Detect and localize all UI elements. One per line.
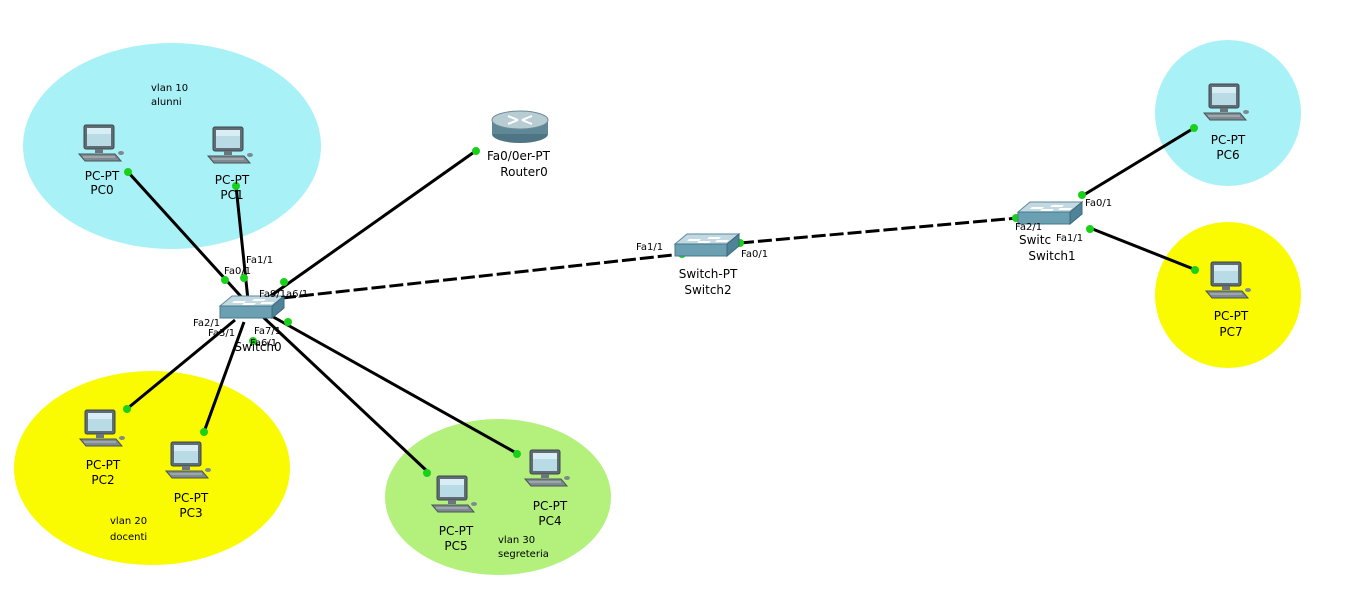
link-switch0-switch2[interactable] xyxy=(281,252,683,300)
area-label-alunni-name: alunni xyxy=(151,97,182,108)
port-label: Fa1/1 xyxy=(1056,233,1083,244)
link-pc5-switch0[interactable] xyxy=(260,314,430,474)
pc0-name: PC0 xyxy=(90,183,113,197)
switch2-type: Switch-PT xyxy=(679,267,738,281)
pc0-type: PC-PT xyxy=(85,169,120,183)
link-pc4-switch0[interactable] xyxy=(267,312,519,456)
switch2-name: Switch2 xyxy=(684,283,731,297)
link-switch2-switch1[interactable] xyxy=(739,216,1019,245)
area-label-segreteria-vlan: vlan 30 xyxy=(498,535,535,546)
pc6-name: PC6 xyxy=(1216,148,1239,162)
area-label-docenti-name: docenti xyxy=(110,532,147,543)
pc7-type: PC-PT xyxy=(1214,309,1249,323)
link-switch1-pc7[interactable] xyxy=(1089,226,1197,272)
links xyxy=(126,126,1197,474)
port-label: Fa1/1 xyxy=(246,255,273,266)
router-icon xyxy=(491,110,549,144)
device-pc4[interactable]: PC-PT PC4 xyxy=(524,449,571,528)
pc4-name: PC4 xyxy=(538,514,561,528)
pc3-type: PC-PT xyxy=(174,491,209,505)
port-label: Fa0/1 xyxy=(224,266,251,277)
vlan-area-docenti xyxy=(14,371,290,565)
device-pc2[interactable]: PC-PT PC2 xyxy=(79,409,126,487)
switch1-name: Switch1 xyxy=(1028,249,1075,263)
device-pc3[interactable]: PC-PT PC3 xyxy=(165,441,212,520)
device-pc0[interactable]: PC-PT PC0 xyxy=(78,124,125,197)
pc2-name: PC2 xyxy=(91,473,114,487)
link-switch1-pc6[interactable] xyxy=(1081,126,1195,198)
switch1-type: Switc xyxy=(1019,233,1051,247)
device-pc7[interactable]: PC-PT PC7 xyxy=(1205,261,1252,339)
pc1-name: PC1 xyxy=(220,188,243,202)
pc7-name: PC7 xyxy=(1219,325,1242,339)
pc2-type: PC-PT xyxy=(86,458,121,472)
port-label: Fa0/1 xyxy=(1085,198,1112,209)
link-router0-switch0[interactable] xyxy=(261,148,478,304)
device-pc6[interactable]: PC-PT PC6 xyxy=(1203,83,1250,162)
device-pc1[interactable]: PC-PT PC1 xyxy=(207,126,254,202)
pc4-type: PC-PT xyxy=(533,499,568,513)
pc5-name: PC5 xyxy=(444,539,467,553)
switch-icon xyxy=(1017,201,1083,225)
port-label: Fa2/1 xyxy=(1015,222,1042,233)
vlan-area-alunni xyxy=(23,43,321,249)
pc6-type: PC-PT xyxy=(1211,133,1246,147)
port-label: Fa3/1 xyxy=(208,328,235,339)
pc3-name: PC3 xyxy=(179,506,202,520)
port-label: Fa1/1 xyxy=(636,242,663,253)
port-label: Fa2/1 xyxy=(193,318,220,329)
device-router0[interactable]: Fa0/0er-PT Router0 xyxy=(487,110,551,179)
area-label-alunni-vlan: vlan 10 xyxy=(151,83,188,94)
device-switch1[interactable]: Switc Switch1 xyxy=(1017,201,1083,263)
device-switch2[interactable]: Switch-PT Switch2 xyxy=(674,233,740,297)
link-pc2-switch0[interactable] xyxy=(127,318,236,410)
port-label: Fa0/1 xyxy=(741,249,768,260)
router0-type: Fa0/0er-PT xyxy=(487,149,551,163)
switch-icon xyxy=(674,233,740,257)
pc5-type: PC-PT xyxy=(439,524,474,538)
link-pc3-switch0[interactable] xyxy=(202,321,246,433)
device-switch0[interactable]: Switch0 xyxy=(219,295,285,354)
port-label: Fa7/1 xyxy=(254,326,281,337)
port-label: Fa6/1 xyxy=(250,338,277,349)
switch0-name: Switch0 xyxy=(234,340,281,354)
area-label-segreteria-name: segreteria xyxy=(498,549,549,560)
pc1-type: PC-PT xyxy=(215,173,250,187)
area-label-docenti-vlan: vlan 20 xyxy=(110,516,147,527)
router0-name: Router0 xyxy=(500,165,547,179)
port-label: Fa9/1a6/1 xyxy=(259,289,308,300)
device-pc5[interactable]: PC-PT PC5 xyxy=(431,475,478,553)
